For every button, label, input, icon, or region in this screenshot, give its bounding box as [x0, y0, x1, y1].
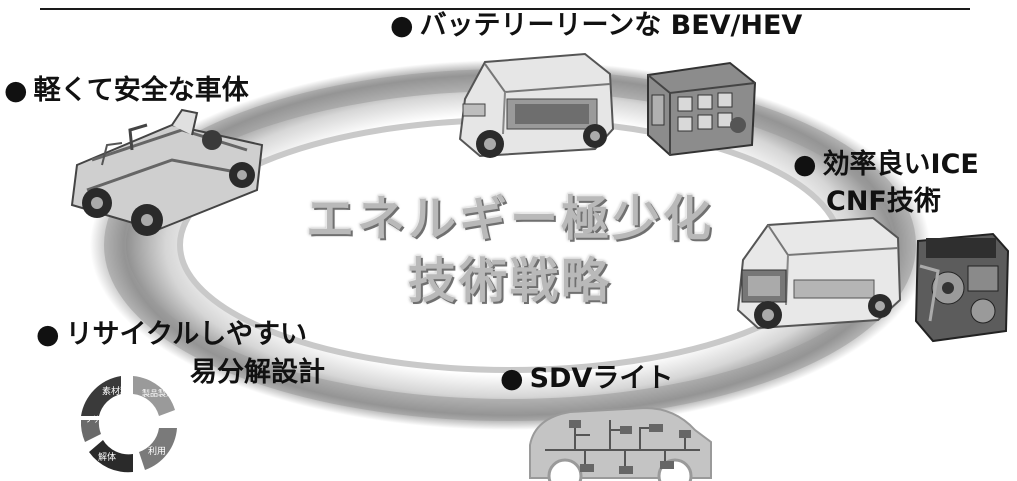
cycle-segment-3: 製品製造 [142, 388, 174, 398]
bullet-icon: ● [4, 75, 28, 106]
engine-icon [914, 232, 1010, 343]
cycle-segment-4: 利用 [148, 445, 166, 457]
recycle-cycle-icon: 素材料 リサイクル 製品製造 利用 解体 [80, 376, 177, 473]
center-title-line2: 技術戦略 [407, 253, 612, 309]
label-ice-text: 効率良いICE [822, 149, 979, 180]
bullet-icon: ● [390, 10, 414, 41]
label-cnf: CNF技術 [826, 186, 941, 217]
label-bev-hev: ●バッテリーリーンな BEV/HEV [390, 9, 802, 43]
bullet-icon: ● [36, 319, 60, 350]
center-title: エネルギー極少化 技術戦略 [300, 188, 720, 312]
label-recycle-text: リサイクルしやすい [65, 319, 307, 350]
label-recycle: ●リサイクルしやすい [36, 318, 307, 352]
label-light-body-text: 軽くて安全な車体 [33, 75, 249, 106]
cycle-segment-2: リサイクル [84, 415, 124, 424]
car-chassis-icon [70, 108, 264, 236]
hybrid-car-icon [736, 216, 902, 330]
sdv-car-network-icon [529, 406, 712, 481]
label-light-body: ●軽くて安全な車体 [4, 74, 249, 108]
center-title-line1: エネルギー極少化 [305, 191, 714, 247]
bullet-icon: ● [793, 149, 817, 180]
cycle-segment-1: 素材料 [102, 385, 129, 397]
bullet-icon: ● [500, 363, 524, 394]
bev-car-icon [458, 52, 615, 158]
label-ice: ●効率良いICE [793, 148, 979, 182]
top-rule [40, 8, 970, 10]
label-sdv-text: SDVライト [529, 363, 674, 394]
cycle-segment-5: 解体 [98, 451, 116, 463]
label-bev-hev-text: バッテリーリーンな BEV/HEV [419, 10, 803, 41]
label-easy-disassembly: 易分解設計 [190, 357, 325, 388]
battery-module-icon [647, 61, 757, 157]
label-sdv: ●SDVライト [500, 362, 673, 396]
